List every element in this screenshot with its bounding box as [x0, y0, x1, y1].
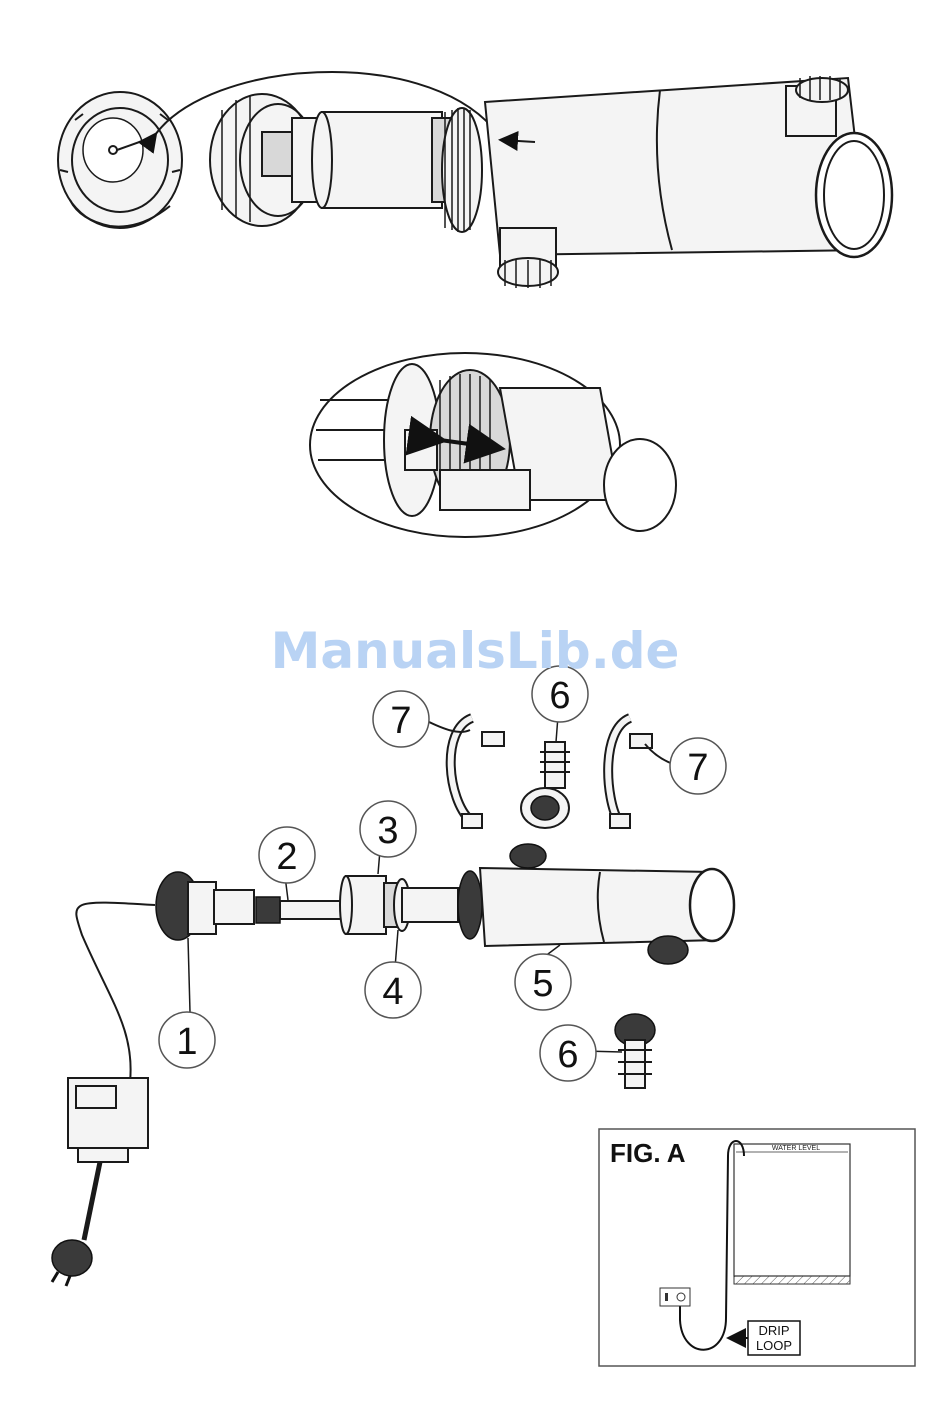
part-7-clip-right: [608, 718, 652, 828]
part-7-clip-left: [451, 718, 504, 828]
callout-3: 3: [360, 801, 416, 857]
callout-6-bottom: 6: [540, 1025, 596, 1081]
callout-2-label: 2: [276, 836, 297, 878]
figure-a-panel: FIG. A WATER LEVEL DRIP LOOP: [599, 1129, 915, 1366]
drip-loop-line1: DRIP: [758, 1323, 789, 1338]
part-2-uv-lamp: [256, 876, 342, 923]
part-1-lamp-socket: [156, 872, 254, 1012]
callout-6-bottom-label: 6: [557, 1034, 578, 1076]
callout-2: 2: [259, 827, 315, 883]
part-3-4-holder-oring: [340, 850, 458, 968]
callout-5-label: 5: [532, 963, 553, 1005]
wall-outlet-drawing: [660, 1288, 690, 1306]
callout-4-label: 4: [382, 971, 403, 1013]
callout-1-label: 1: [176, 1021, 197, 1063]
callout-7-right-label: 7: [687, 747, 708, 789]
end-cap-drawing: [58, 92, 182, 228]
housing-drawing: [312, 76, 892, 288]
callout-7-left: 7: [373, 691, 429, 747]
callout-3-label: 3: [377, 810, 398, 852]
top-assembly-illustration: [58, 72, 892, 288]
part-6-hose-connector-top: [521, 742, 570, 828]
callout-7-left-label: 7: [390, 700, 411, 742]
callout-5: 5: [515, 954, 571, 1010]
aquarium-drawing: WATER LEVEL: [734, 1144, 850, 1284]
part-6-hose-connector-bottom: [615, 1014, 655, 1088]
drip-loop-line2: LOOP: [756, 1338, 792, 1353]
detail-view-illustration: [310, 353, 676, 537]
callout-1: 1: [159, 1012, 215, 1068]
callout-7-right: 7: [670, 738, 726, 794]
callout-4: 4: [365, 962, 421, 1018]
callout-6-top-label: 6: [549, 675, 570, 717]
water-level-label: WATER LEVEL: [772, 1145, 820, 1152]
figure-a-title: FIG. A: [610, 1138, 686, 1168]
power-plug-drawing: [52, 1240, 92, 1286]
part-5-housing: [458, 844, 734, 964]
watermark-text: ManualsLib.de: [0, 622, 950, 680]
